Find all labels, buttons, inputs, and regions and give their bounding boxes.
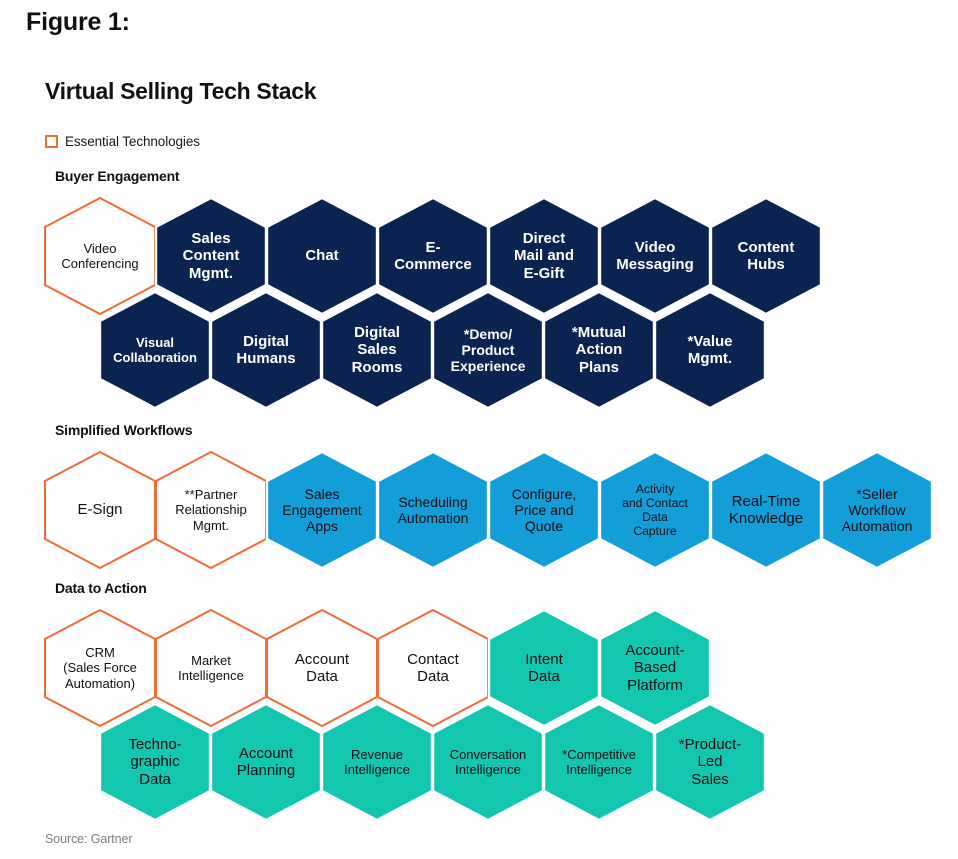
hex-shape [98,702,212,822]
hex-digital-humans[interactable]: Digital Humans [209,290,323,410]
band-title-buyer-engagement: Buyer Engagement [55,168,180,184]
hex-shape [820,450,934,570]
hex-activity-and-contact-data-capture[interactable]: Activity and Contact Data Capture [598,450,712,570]
hex-shape [653,702,767,822]
hex-shape [598,450,712,570]
hex-shape [376,450,490,570]
hex-configure-price-and-quote[interactable]: Configure, Price and Quote [487,450,601,570]
hex-shape [265,450,379,570]
hex-techno-graphic-data[interactable]: Techno- graphic Data [98,702,212,822]
band-title-data-to-action: Data to Action [55,580,147,596]
hex-real-time-knowledge[interactable]: Real-Time Knowledge [709,450,823,570]
essential-technologies-swatch-icon [45,135,58,148]
hex-shape [320,290,434,410]
hex-shape [709,450,823,570]
hex-e-sign[interactable]: E-Sign [44,450,156,570]
hex-shape [209,702,323,822]
hex-product-led-sales[interactable]: *Product- Led Sales [653,702,767,822]
hex-revenue-intelligence[interactable]: Revenue Intelligence [320,702,434,822]
hex-shape [542,702,656,822]
hex-shape [487,450,601,570]
hex-shape [431,290,545,410]
hex-shape [320,702,434,822]
hex-shape [431,702,545,822]
hex-shape [542,290,656,410]
legend: Essential Technologies [45,134,200,149]
hex-shape [98,290,212,410]
band-title-simplified-workflows: Simplified Workflows [55,422,193,438]
hex-demo-product-experience[interactable]: *Demo/ Product Experience [431,290,545,410]
hex-shape [209,290,323,410]
hex-value-mgmt[interactable]: *Value Mgmt. [653,290,767,410]
hex-partner-relationship-mgmt[interactable]: **Partner Relationship Mgmt. [155,450,267,570]
hex-conversation-intelligence[interactable]: Conversation Intelligence [431,702,545,822]
hex-shape [598,608,712,728]
hex-digital-sales-rooms[interactable]: Digital Sales Rooms [320,290,434,410]
source-note: Source: Gartner [45,832,133,846]
hex-shape [155,450,267,570]
hex-account-planning[interactable]: Account Planning [209,702,323,822]
hex-visual-collaboration[interactable]: Visual Collaboration [98,290,212,410]
hex-shape [653,290,767,410]
hex-mutual-action-plans[interactable]: *Mutual Action Plans [542,290,656,410]
hex-competitive-intelligence[interactable]: *Competitive Intelligence [542,702,656,822]
legend-label-essential-technologies: Essential Technologies [65,134,200,149]
chart-title: Virtual Selling Tech Stack [45,78,317,104]
hex-scheduling-automation[interactable]: Scheduling Automation [376,450,490,570]
figure-label: Figure 1: [26,8,130,36]
hex-shape [44,450,156,570]
hex-seller-workflow-automation[interactable]: *Seller Workflow Automation [820,450,934,570]
hex-sales-engagement-apps[interactable]: Sales Engagement Apps [265,450,379,570]
hex-shape [709,196,823,316]
